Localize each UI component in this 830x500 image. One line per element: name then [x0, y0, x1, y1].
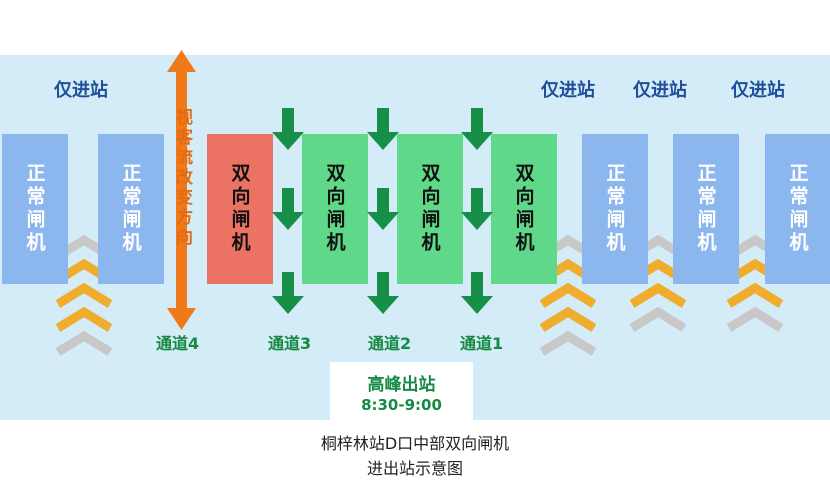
bidirectional-gate-1: 双向闸机: [491, 134, 557, 284]
peak-exit-title: 高峰出站: [367, 375, 436, 395]
normal-gate-3: 正常闸机: [582, 134, 648, 284]
entry-only-label-left: 仅进站: [54, 80, 108, 101]
entry-chevron: [539, 306, 597, 332]
channel-1-label: 通道1: [460, 334, 504, 353]
bidirectional-gate-switchable: 双向闸机: [207, 134, 273, 284]
exit-arrow: [367, 108, 399, 150]
exit-arrow: [272, 108, 304, 150]
faded-chevron: [55, 330, 113, 356]
entry-chevron: [726, 282, 784, 308]
caption-line-2: 进出站示意图: [366, 459, 463, 478]
exit-arrow: [461, 188, 493, 230]
exit-arrow: [461, 272, 493, 314]
exit-arrow: [461, 108, 493, 150]
bidirectional-flow-arrow: [167, 50, 196, 330]
channel-3-label: 通道3: [268, 334, 312, 353]
bidirectional-gate-3: 双向闸机: [302, 134, 368, 284]
entry-chevron: [55, 282, 113, 308]
normal-gate-2: 正常闸机: [98, 134, 164, 284]
entry-only-label-right-2: 仅进站: [633, 80, 687, 101]
normal-gate-5: 正常闸机: [765, 134, 830, 284]
entry-chevron: [539, 282, 597, 308]
exit-arrow: [367, 272, 399, 314]
exit-arrow: [272, 188, 304, 230]
faded-chevron: [629, 306, 687, 332]
bidirectional-gate-2: 双向闸机: [397, 134, 463, 284]
entry-only-label-right-1: 仅进站: [541, 80, 595, 101]
entry-chevron: [55, 306, 113, 332]
exit-arrow: [367, 188, 399, 230]
channel-2-label: 通道2: [368, 334, 412, 353]
caption-line-1: 桐梓林站D口中部双向闸机: [320, 434, 510, 453]
peak-exit-time: 8:30-9:00: [361, 396, 442, 414]
faded-chevron: [726, 306, 784, 332]
entry-only-label-right-3: 仅进站: [731, 80, 785, 101]
faded-chevron: [539, 330, 597, 356]
normal-gate-1: 正常闸机: [2, 134, 68, 284]
entry-chevron: [629, 282, 687, 308]
normal-gate-4: 正常闸机: [673, 134, 739, 284]
flow-change-label: 视客流改变方向: [172, 108, 192, 248]
exit-arrow: [272, 272, 304, 314]
channel-4-label: 通道4: [156, 334, 200, 353]
peak-exit-box: 高峰出站 8:30-9:00: [330, 362, 473, 420]
